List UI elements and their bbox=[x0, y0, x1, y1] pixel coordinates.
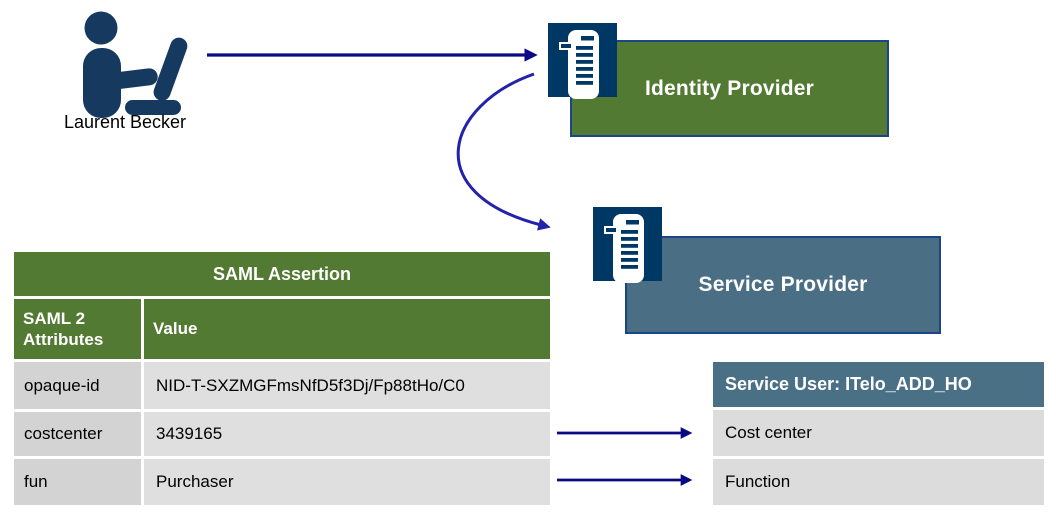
saml-row-value: 3439165 bbox=[144, 412, 550, 456]
server-icon bbox=[548, 23, 617, 99]
saml-col-header-value: Value bbox=[144, 299, 550, 359]
saml-assertion-grid: SAML 2 Attributes Value opaque-id NID-T-… bbox=[14, 299, 550, 505]
identity-provider-box: Identity Provider bbox=[570, 40, 889, 137]
saml-row-attribute: opaque-id bbox=[14, 362, 141, 409]
saml-row-attribute: fun bbox=[14, 459, 141, 505]
saml-col-header-attributes: SAML 2 Attributes bbox=[14, 299, 141, 359]
service-provider-label: Service Provider bbox=[698, 273, 868, 296]
service-user-row-cost-center: Cost center bbox=[713, 410, 1044, 456]
saml-row-value: NID-T-SXZMGFmsNfD5f3Dj/Fp88tHo/C0 bbox=[144, 362, 550, 409]
saml-row-attribute: costcenter bbox=[14, 412, 141, 456]
service-user-row-function: Function bbox=[713, 459, 1044, 505]
server-icon bbox=[593, 207, 662, 283]
saml-assertion-title: SAML Assertion bbox=[14, 252, 550, 296]
service-user-table: Service User: ITelo_ADD_HO Cost center F… bbox=[713, 362, 1044, 505]
user-name-label: Laurent Becker bbox=[63, 112, 187, 132]
service-user-title: Service User: ITelo_ADD_HO bbox=[713, 362, 1044, 407]
saml-row-value: Purchaser bbox=[144, 459, 550, 505]
user-at-laptop-icon bbox=[83, 11, 188, 118]
service-provider-box: Service Provider bbox=[625, 236, 941, 334]
identity-provider-label: Identity Provider bbox=[644, 76, 815, 100]
arrow-idp-to-sp bbox=[456, 72, 551, 231]
saml-assertion-table: SAML Assertion SAML 2 Attributes Value o… bbox=[14, 252, 550, 505]
